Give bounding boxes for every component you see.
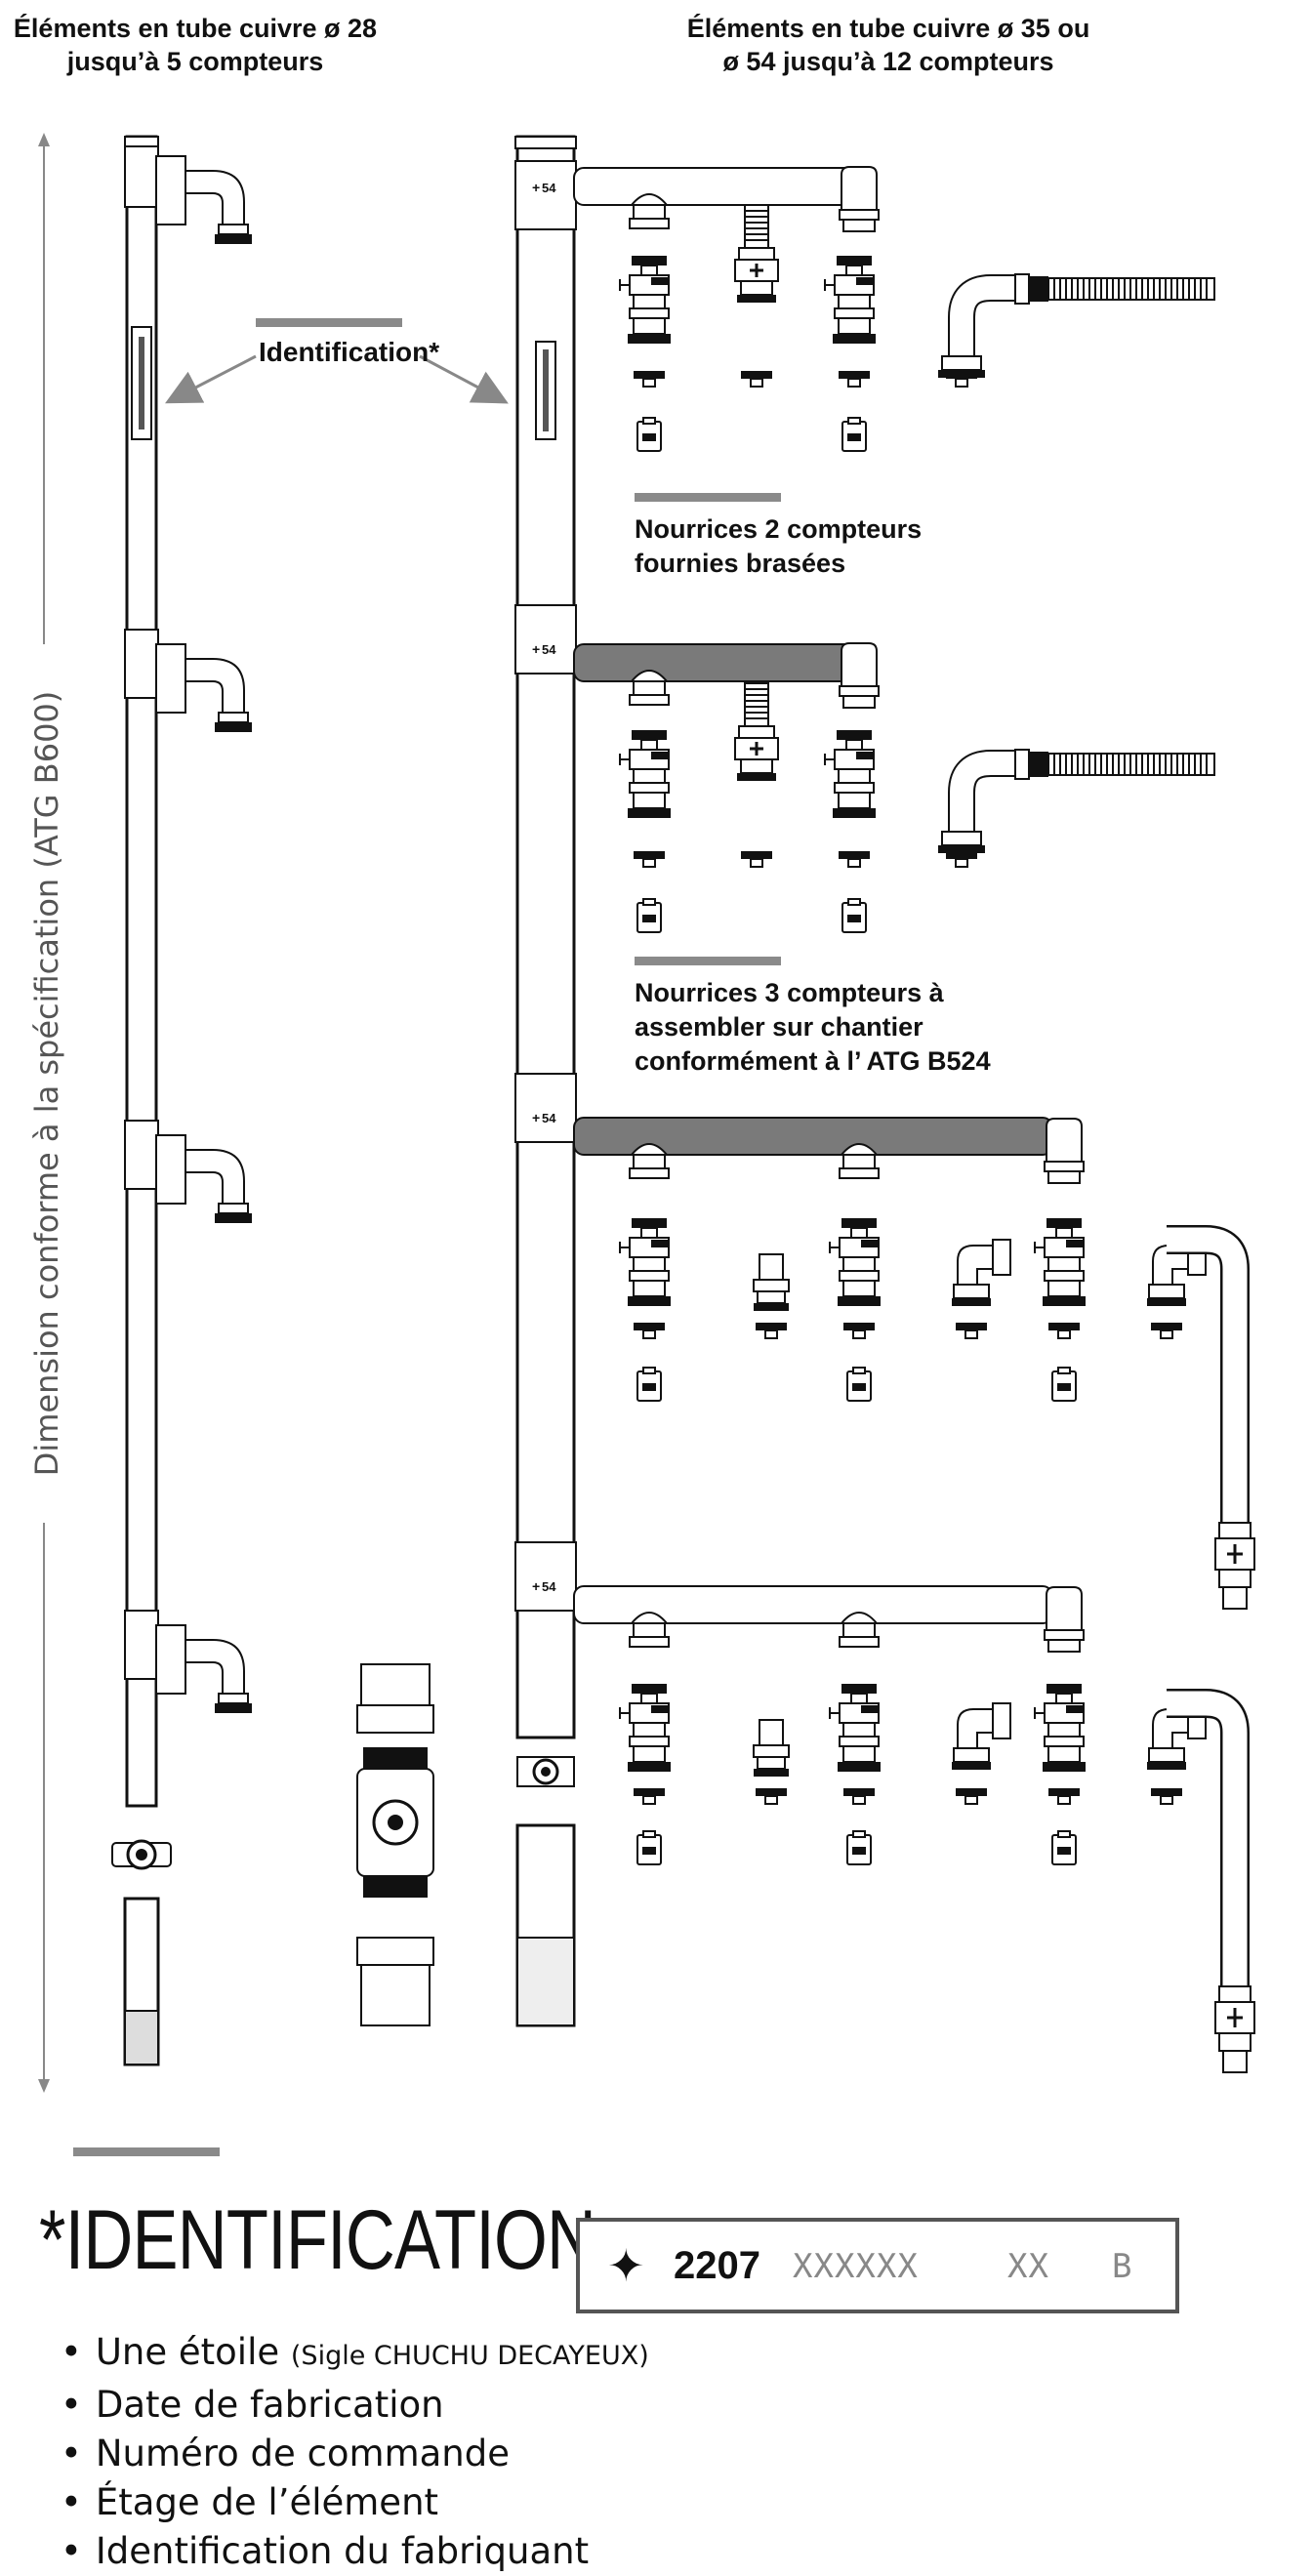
floor-mask: XX bbox=[1007, 2247, 1049, 2286]
svg-text:+: + bbox=[532, 180, 540, 195]
header-left-line2: jusqu’à 5 compteurs bbox=[66, 47, 324, 76]
riser-marker-1: 54 bbox=[542, 181, 556, 195]
svg-text:+: + bbox=[532, 1110, 540, 1125]
identification-title: *IDENTIFICATION bbox=[39, 2193, 596, 2287]
note-nourrices-3-line2: assembler sur chantier bbox=[635, 1012, 923, 1042]
identification-callout: Identification* bbox=[259, 337, 440, 367]
list-item: Étage de l’élément bbox=[61, 2478, 649, 2527]
list-item: Une étoile (Sigle CHUCHU DECAYEUX) bbox=[61, 2328, 649, 2381]
note-nourrices-2-line2: fournies brasées bbox=[635, 549, 846, 578]
identification-code-box: ✦ 2207 XXXXXX XX B bbox=[576, 2218, 1179, 2313]
identification-title-bar bbox=[73, 2147, 220, 2156]
riser-marker-3: 54 bbox=[542, 1111, 556, 1125]
note-nourrices-3-line3: conformément à l’ ATG B524 bbox=[635, 1046, 991, 1076]
header-left: Éléments en tube cuivre ø 28 jusqu’à 5 c… bbox=[10, 12, 381, 78]
riser-marker-4: 54 bbox=[542, 1579, 556, 1594]
riser-marker-2: 54 bbox=[542, 642, 556, 657]
identification-list: Une étoile (Sigle CHUCHU DECAYEUX) Date … bbox=[61, 2328, 649, 2576]
header-left-line1: Éléments en tube cuivre ø 28 bbox=[13, 14, 378, 43]
note-nourrices-3: Nourrices 3 compteurs à assembler sur ch… bbox=[635, 976, 991, 1079]
svg-text:+: + bbox=[532, 641, 540, 657]
order-number-mask: XXXXXX bbox=[793, 2247, 919, 2286]
manufacturer-mask: B bbox=[1112, 2247, 1133, 2286]
svg-text:+: + bbox=[532, 1578, 540, 1594]
header-right-line2: ø 54 jusqu’à 12 compteurs bbox=[722, 47, 1054, 76]
identification-code: 2207 bbox=[674, 2244, 760, 2287]
nourrices-2-bar bbox=[635, 493, 781, 502]
header-right-line1: Éléments en tube cuivre ø 35 ou bbox=[686, 14, 1090, 43]
nourrices-3-bar bbox=[635, 957, 781, 965]
list-item: Numéro de commande bbox=[61, 2430, 649, 2478]
note-nourrices-3-line1: Nourrices 3 compteurs à bbox=[635, 978, 944, 1007]
header-right: Éléments en tube cuivre ø 35 ou ø 54 jus… bbox=[683, 12, 1093, 78]
list-item: Date de fabrication bbox=[61, 2381, 649, 2430]
identification-bar bbox=[256, 318, 402, 327]
star-icon: ✦ bbox=[607, 2240, 645, 2291]
note-nourrices-2: Nourrices 2 compteurs fournies brasées bbox=[635, 512, 922, 581]
note-nourrices-2-line1: Nourrices 2 compteurs bbox=[635, 514, 923, 544]
list-item: Identification du fabriquant bbox=[61, 2527, 649, 2576]
